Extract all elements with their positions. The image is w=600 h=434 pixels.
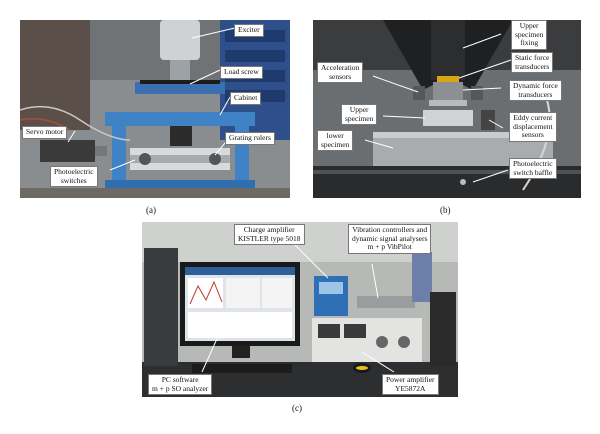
callout-vibration-line1: Vibration controllers and [352,225,428,234]
callout-pc-software-line2: m + p SO analyzer [152,383,209,393]
callout-photoelectric-switches-line1: Photoelectric [54,167,94,176]
callout-servo-motor: Servo motor [22,126,68,139]
callout-switch-baffle-line2: switch baffle [513,167,553,177]
callout-vibration-line2: dynamic signal analysers [352,233,428,243]
callout-upper-specimen-line1: Upper [349,105,369,114]
callout-eddy-current: Eddy current displacement sensors [509,112,557,142]
callout-upper-fixing-line2: specimen [515,29,544,39]
callout-upper-specimen-line2: specimen [345,113,374,123]
callout-lower-specimen-line1: lower [326,131,344,140]
callout-lower-specimen: lower specimen [317,130,354,151]
panel-b-leaders [364,33,512,183]
panel-a-label: (a) [146,205,156,215]
panel-c-label: (c) [292,403,302,413]
callout-dynamic-force: Dynamic force transducers [509,80,562,101]
callout-lower-specimen-line2: specimen [321,139,350,149]
callout-exciter: Exciter [234,24,264,37]
callout-power-amp-line1: Power amplifier [386,375,435,384]
callout-acceleration-line1: Acceleration [321,63,360,72]
callout-eddy-line3: sensors [521,130,544,139]
callout-upper-fixing-line3: fixing [520,38,539,47]
callout-pc-software: PC software m + p SO analyzer [148,374,213,395]
callout-charge-amplifier: Charge amplifier KISTLER type 5018 [234,224,305,245]
callout-vibration-line3: m + p VibPilot [367,242,412,251]
callout-charge-amp-line2: KISTLER type 5018 [238,233,301,243]
panel-a-leaders [67,27,236,171]
panel-b-label: (b) [440,205,451,215]
callout-upper-specimen: Upper specimen [341,104,378,125]
callout-photoelectric-switches: Photoelectric switches [50,166,98,187]
callout-acceleration-sensors: Acceleration sensors [317,62,364,83]
callout-grating-rulers: Grating rulers [225,132,275,145]
callout-eddy-line1: Eddy current [513,113,553,122]
panel-a-photo: Exciter Load screw Cabinet Servo motor G… [20,20,290,198]
callout-static-force-line2: transducers [515,61,550,71]
callout-load-screw: Load screw [220,66,263,79]
callout-switch-baffle: Photoelectric switch baffle [509,158,557,179]
callout-switch-baffle-line1: Photoelectric [513,159,553,168]
callout-static-force-line1: Static force [515,53,550,62]
callout-upper-specimen-fixing: Upper specimen fixing [511,20,548,50]
callout-power-amplifier: Power amplifier YE5872A [382,374,439,395]
callout-dynamic-force-line1: Dynamic force [513,81,558,90]
callout-charge-amp-line1: Charge amplifier [243,225,295,234]
panel-c-leaders [201,241,395,373]
callout-power-amp-line2: YE5872A [395,383,426,393]
callout-dynamic-force-line2: transducers [518,89,553,99]
callout-acceleration-line2: sensors [329,71,352,81]
panel-c-photo: Charge amplifier KISTLER type 5018 Vibra… [142,222,458,397]
callout-photoelectric-switches-line2: switches [60,175,87,185]
callout-eddy-line2: displacement [513,121,553,131]
callout-cabinet: Cabinet [230,92,262,105]
callout-vibration-controllers: Vibration controllers and dynamic signal… [348,224,432,254]
panel-b-photo: Upper specimen fixing Acceleration senso… [313,20,581,198]
callout-static-force: Static force transducers [511,52,554,73]
callout-pc-software-line1: PC software [161,375,199,384]
callout-upper-fixing-line1: Upper [519,21,539,30]
